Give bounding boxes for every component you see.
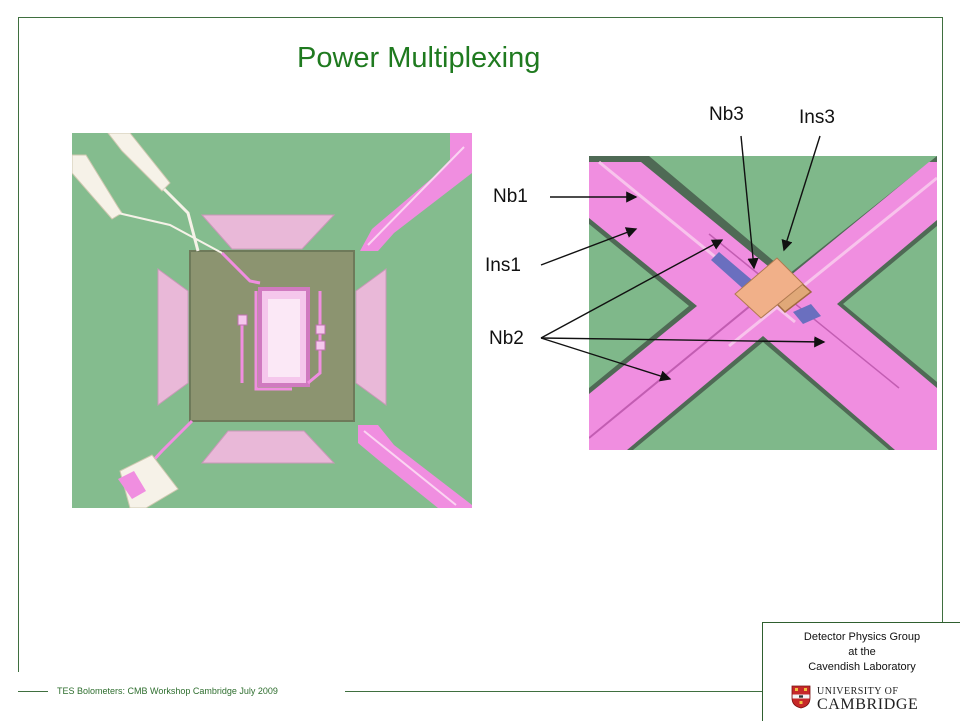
footer-text: TES Bolometers: CMB Workshop Cambridge J… bbox=[57, 686, 278, 696]
group-name-line3: Cavendish Laboratory bbox=[808, 661, 916, 673]
arrow-ins1 bbox=[540, 227, 638, 266]
slide-title: Power Multiplexing bbox=[297, 42, 541, 74]
label-nb2: Nb2 bbox=[489, 328, 524, 349]
university-crest-icon bbox=[791, 685, 811, 709]
frame-right-line bbox=[942, 17, 943, 623]
label-nb1: Nb1 bbox=[493, 186, 528, 207]
university-line1: UNIVERSITY OF bbox=[817, 686, 899, 697]
branding-box: Detector Physics Group at the Cavendish … bbox=[762, 622, 960, 721]
group-name-line2: at the bbox=[848, 646, 876, 658]
university-wordmark: UNIVERSITY OF CAMBRIDGE bbox=[817, 686, 919, 713]
arrow-nb2-right bbox=[540, 336, 826, 348]
frame-left-line bbox=[18, 17, 19, 672]
crossover-micrograph bbox=[589, 156, 937, 450]
arrow-nb2-upper bbox=[540, 239, 724, 339]
group-name-line1: Detector Physics Group bbox=[803, 631, 921, 643]
arrow-ins3 bbox=[781, 135, 821, 252]
label-nb3: Nb3 bbox=[709, 104, 744, 125]
label-ins1: Ins1 bbox=[485, 255, 521, 276]
bolometer-micrograph bbox=[72, 133, 472, 508]
frame-bottom-line-left bbox=[18, 691, 48, 692]
arrow-nb3 bbox=[740, 135, 759, 270]
university-line2: CAMBRIDGE bbox=[817, 696, 919, 713]
frame-bottom-line-right bbox=[345, 691, 763, 692]
arrow-nb2-lower bbox=[540, 337, 672, 382]
label-ins3: Ins3 bbox=[799, 107, 835, 128]
frame-top-line bbox=[18, 17, 943, 18]
